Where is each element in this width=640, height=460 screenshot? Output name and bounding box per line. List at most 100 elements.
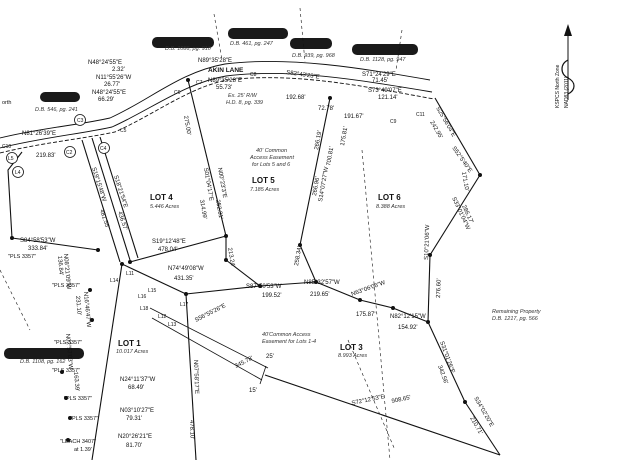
deed-ref-bottom-left: D.B. 1108, pg. 162 xyxy=(20,359,65,365)
distance-label: 252.31' xyxy=(214,199,223,219)
leach-label: at 1.39' xyxy=(74,447,92,453)
curve-label: C2 xyxy=(66,150,73,156)
bearing-label: S71°24'29"E xyxy=(362,72,396,78)
bearing-label: N48°24'55"E xyxy=(92,90,126,96)
bearing-label: S82°43'23"E xyxy=(286,70,320,81)
lot-boundaries xyxy=(7,79,501,460)
distance-label: 2.32' xyxy=(112,67,125,73)
curve-label: C5 xyxy=(120,128,127,134)
bearing-label: N16°46'47"W xyxy=(82,292,91,328)
adjoiner-lines xyxy=(0,7,403,460)
bearing-label: N74°49'08"W xyxy=(168,266,204,272)
lot-6-label: LOT 6 xyxy=(378,193,401,202)
easement-note-lots-5-6-line3: for Lots 5 and 6 xyxy=(252,162,291,168)
pin-label: "PLS 3357" xyxy=(64,396,92,402)
bearing-label: N82°12'15"W xyxy=(390,314,426,320)
corner-markers xyxy=(10,78,482,442)
distance-label: 121.14' xyxy=(378,95,398,101)
bearing-label: S10°21'06"W xyxy=(424,224,431,260)
dim-label: 15' xyxy=(249,388,257,394)
distance-label: 26.77' xyxy=(104,82,120,88)
distance-label: 219.65' xyxy=(310,292,330,298)
bearing-label: N11°55'26"W xyxy=(96,75,132,81)
bearing-label: S19°15'48"W xyxy=(90,167,107,203)
lot-1-label: LOT 1 xyxy=(118,339,141,348)
bearing-label: S84°58'53"W xyxy=(20,238,56,244)
distance-label: 908.65' xyxy=(391,395,411,405)
lot-4-acres: 5.446 Acres xyxy=(150,204,179,210)
akin-lane-road xyxy=(0,60,435,154)
bearing-label: N20°26'21"E xyxy=(118,434,152,440)
distance-label: 342.56' xyxy=(436,365,448,385)
distance-label: 71.45' xyxy=(372,78,388,84)
deed-ref-top-mid: D.B. 461, pg. 247 xyxy=(230,41,274,47)
leach-label: "LEACH 3407" xyxy=(60,439,96,445)
distance-label: 81.70' xyxy=(126,443,142,449)
bearing-label: N00°23'3"E xyxy=(216,167,227,198)
road-row-ref: H.D. 8, pg. 339 xyxy=(226,100,263,106)
line-label: L4 xyxy=(15,170,21,176)
redaction-bar xyxy=(152,37,214,48)
lot-5-acres: 7.185 Acres xyxy=(250,187,279,193)
bearing-label: N63°06'06"W xyxy=(351,280,387,298)
north-datum-label: NAD83 (2011) xyxy=(564,76,570,108)
clipped-label: orth xyxy=(2,100,11,106)
lot-1-acres: 10.017 Acres xyxy=(116,349,148,355)
deed-ref-top-far-right: D.B. 1128, pg. 947 xyxy=(360,57,406,63)
bearing-label: N07°58'17"E xyxy=(192,360,199,394)
distance-label: 345.78' xyxy=(234,356,254,370)
deed-ref-top-left: D.B. 1086, pg. 910 xyxy=(165,46,212,52)
distance-label: 478.10' xyxy=(188,420,195,440)
curve-label: C7 xyxy=(196,80,203,86)
bearing-label: S73°49'07"E xyxy=(368,88,402,94)
distance-label: 175.81' xyxy=(340,126,349,146)
distance-label: 266.96' xyxy=(312,176,321,196)
distance-label: 213.24' xyxy=(226,247,235,267)
curve-markers xyxy=(6,114,110,178)
remaining-property-label: Remaining Property xyxy=(492,309,542,315)
distance-label: 199.52' xyxy=(262,293,282,299)
distance-label: 154.92' xyxy=(398,325,418,331)
distance-label: 171.10' xyxy=(460,171,469,191)
distance-label: 231.10' xyxy=(74,296,82,316)
north-zone-label: KSPCS North Zone xyxy=(555,64,561,108)
distance-label: 333.84' xyxy=(28,246,48,252)
pin-label: "PLS 3357" xyxy=(54,340,82,346)
distance-label: 276.60' xyxy=(436,278,443,298)
curve-label: C6 xyxy=(174,90,181,96)
pin-label: "PLS 3357" xyxy=(52,368,80,374)
distance-label: 478.04' xyxy=(158,247,178,253)
distance-label: 481.55' xyxy=(98,209,110,229)
easement-note-lots-5-6-line2: Access Easement xyxy=(249,155,294,161)
bearing-label: N24°11'37"W xyxy=(120,377,156,383)
line-label: L17 xyxy=(180,302,189,308)
deed-ref-top-right: D.B. 939, pg. 968 xyxy=(292,53,336,59)
distance-label: 219.83' xyxy=(36,153,56,159)
line-label: L11 xyxy=(126,271,134,277)
access-easement-lots-1-4 xyxy=(149,307,269,385)
north-arrow-icon: KSPCS North Zone NAD83 (2011) xyxy=(555,24,575,108)
pin-label: "PLS 3357" xyxy=(52,283,80,289)
lot-6-acres: 8.388 Acres xyxy=(376,204,405,210)
line-label: L5 xyxy=(8,156,14,162)
bearing-label: N02°57'03"W xyxy=(64,334,73,370)
distance-label: 68.49' xyxy=(128,385,144,391)
bearing-label: N85°32'57"W xyxy=(304,280,340,286)
distance-label: 242.95' xyxy=(428,120,443,140)
curve-label: C10 xyxy=(2,144,11,150)
distance-label: 258.34' xyxy=(294,246,303,266)
line-label: L14 xyxy=(110,278,119,284)
bearing-label: S72°12'53"E xyxy=(351,394,385,407)
dim-label: 25' xyxy=(266,354,274,360)
bearing-label: N48°24'55"E xyxy=(88,60,122,66)
curve-label: C4 xyxy=(100,146,107,152)
distance-label: 192.68' xyxy=(286,95,306,101)
distance-label: 175.87' xyxy=(356,312,376,318)
pin-label: "PLS 3357" xyxy=(8,254,36,260)
curve-label: C8 xyxy=(250,72,257,78)
bearing-label: S87°50'53"W xyxy=(246,284,282,290)
bearing-label: N89°35'28"E xyxy=(198,58,232,64)
bearing-label: N89°35'28"E xyxy=(208,78,242,84)
bearing-label: S19°12'48"E xyxy=(152,239,186,245)
